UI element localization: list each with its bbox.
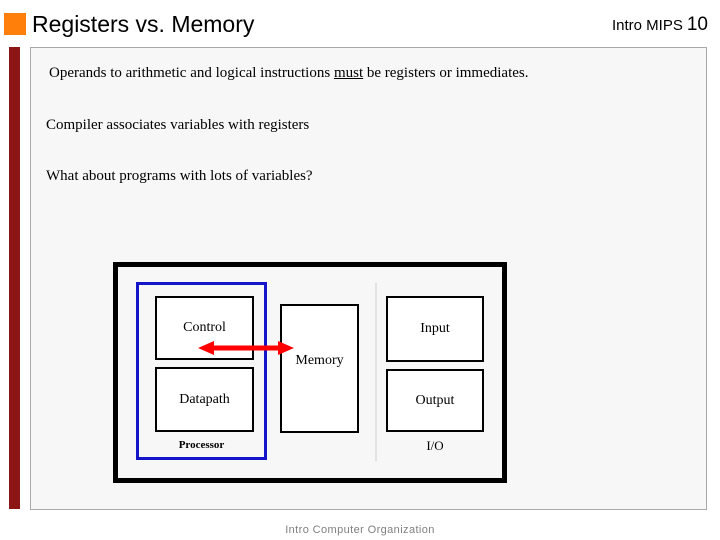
diagram-box-input-label: Input <box>420 321 450 336</box>
left-accent-bar <box>9 47 20 509</box>
processor-group-label: Processor <box>178 439 225 451</box>
bullet-1-text-before: Operands to arithmetic and logical instr… <box>49 65 334 81</box>
diagram-box-datapath: Datapath <box>155 367 254 432</box>
bullet-2-text: Compiler associates variables with regis… <box>46 117 310 133</box>
bullet-line-2: Compiler associates variables with regis… <box>46 117 309 134</box>
course-label: Intro MIPS <box>612 17 683 34</box>
diagram-box-datapath-label: Datapath <box>179 391 230 407</box>
bullet-line-1: Operands to arithmetic and logical instr… <box>49 65 529 82</box>
diagram-box-memory-label: Memory <box>295 353 344 368</box>
diagram-box-control: Control <box>155 296 254 360</box>
io-group-label: I/O <box>426 438 444 453</box>
slide-number: 10 <box>686 14 708 35</box>
bullet-line-3: What about programs with lots of variabl… <box>46 168 313 185</box>
diagram-box-control-label: Control <box>183 320 226 335</box>
diagram-box-memory: Memory <box>280 304 359 433</box>
diagram-box-output-label: Output <box>415 392 455 408</box>
bullet-1-emphasis: must <box>333 65 364 81</box>
io-group-divider <box>375 283 377 461</box>
footer-text: Intro Computer Organization <box>285 524 435 536</box>
page-title: Registers vs. Memory <box>32 11 255 37</box>
diagram-box-input: Input <box>386 296 484 362</box>
bullet-3-text: What about programs with lots of variabl… <box>46 168 313 184</box>
processor-group-outline <box>136 282 267 460</box>
diagram-box-output: Output <box>386 369 484 432</box>
bullet-1-text-after: be registers or immediates. <box>363 65 529 81</box>
orange-square-decor <box>4 13 26 35</box>
